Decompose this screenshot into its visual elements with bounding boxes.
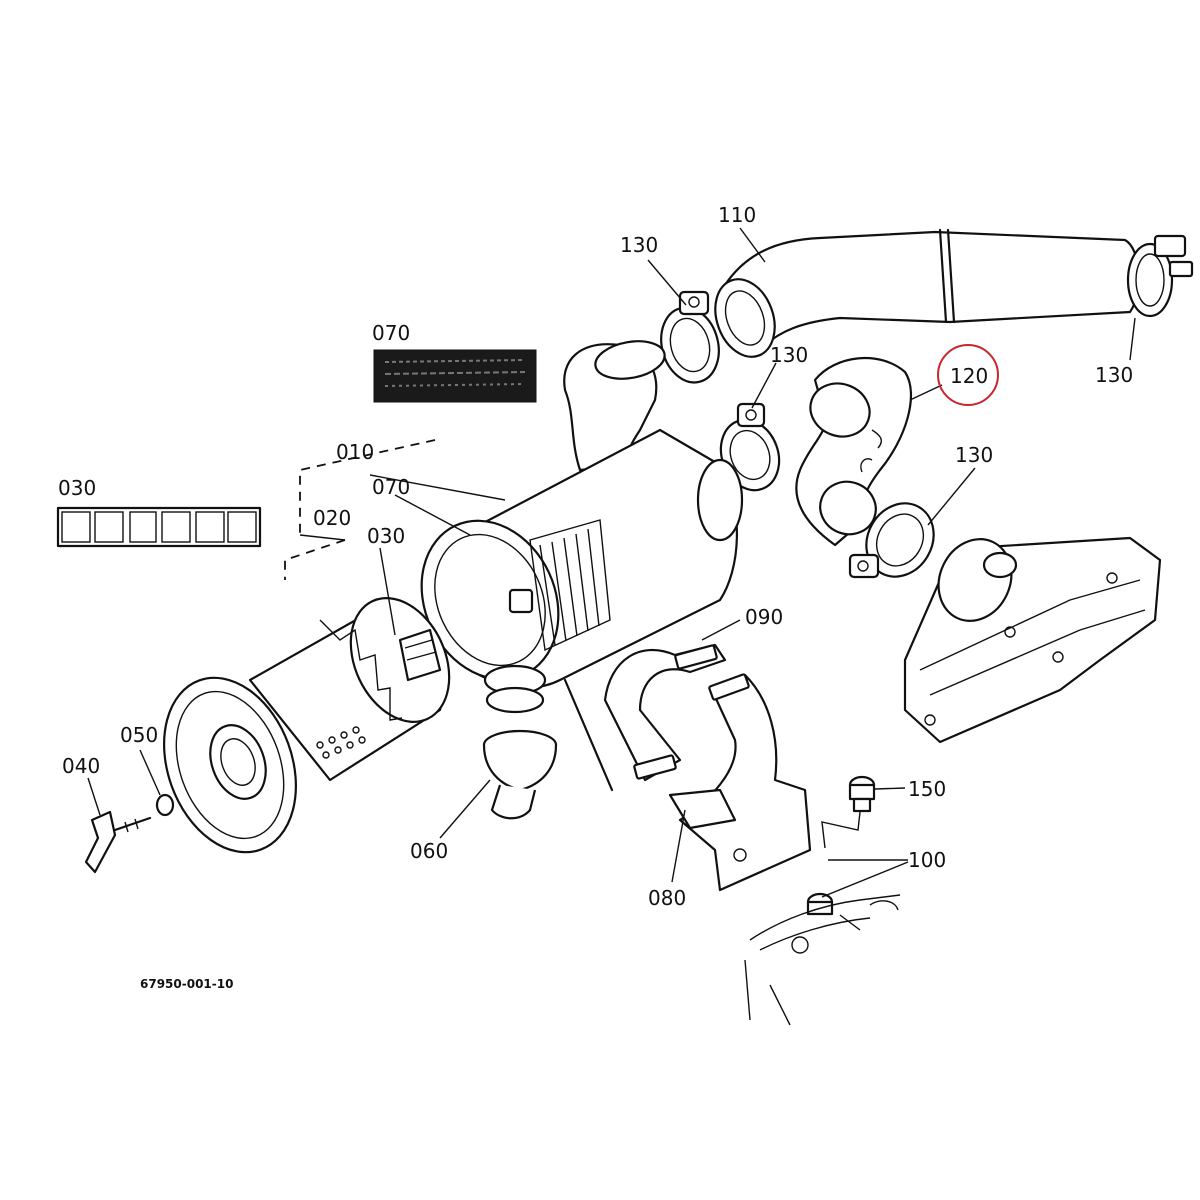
callout-030-decal: 030 bbox=[58, 476, 96, 500]
intake-manifold bbox=[903, 536, 1162, 744]
highlight-circle-120 bbox=[937, 344, 999, 406]
callout-150: 150 bbox=[908, 777, 946, 801]
hose-clamp-top bbox=[660, 290, 720, 384]
callout-030-element: 030 bbox=[367, 524, 405, 548]
filter-pleats bbox=[529, 519, 611, 652]
callout-070-body: 070 bbox=[372, 475, 410, 499]
callout-130-right: 130 bbox=[1095, 363, 1133, 387]
mounting-band-upper bbox=[563, 643, 727, 792]
drawing-reference-code: 67950-001-10 bbox=[140, 977, 233, 991]
instruction-decal-030 bbox=[56, 506, 262, 548]
element-perforations bbox=[316, 726, 366, 759]
callout-010: 010 bbox=[336, 440, 374, 464]
end-cover bbox=[163, 676, 297, 854]
assembly-group-bracket bbox=[284, 439, 436, 580]
callout-100: 100 bbox=[908, 848, 946, 872]
callout-040: 040 bbox=[62, 754, 100, 778]
callout-050: 050 bbox=[120, 723, 158, 747]
hose-clamp-right bbox=[1126, 234, 1194, 318]
callout-120: 120 bbox=[950, 364, 988, 388]
callout-020: 020 bbox=[313, 506, 351, 530]
callout-060: 060 bbox=[410, 839, 448, 863]
washer bbox=[155, 793, 175, 817]
wing-bolt bbox=[84, 810, 152, 874]
callout-130-lower: 130 bbox=[955, 443, 993, 467]
bolt-150 bbox=[821, 775, 876, 849]
evacuator-valve bbox=[482, 729, 558, 820]
caution-decal-070 bbox=[373, 349, 537, 403]
callout-110: 110 bbox=[718, 203, 756, 227]
callout-130-middle: 130 bbox=[770, 343, 808, 367]
callout-080: 080 bbox=[648, 886, 686, 910]
callout-130-top: 130 bbox=[620, 233, 658, 257]
inner-filter-element bbox=[248, 596, 451, 782]
elbow-hose-120 bbox=[795, 356, 913, 547]
callout-090: 090 bbox=[745, 605, 783, 629]
mounting-band-lower bbox=[668, 673, 812, 892]
hose-clamp-lower bbox=[848, 502, 935, 579]
leader-lines bbox=[87, 227, 1136, 898]
air-cleaner-body bbox=[420, 340, 744, 714]
callout-070-decal: 070 bbox=[372, 321, 410, 345]
engine-block bbox=[744, 894, 901, 1026]
